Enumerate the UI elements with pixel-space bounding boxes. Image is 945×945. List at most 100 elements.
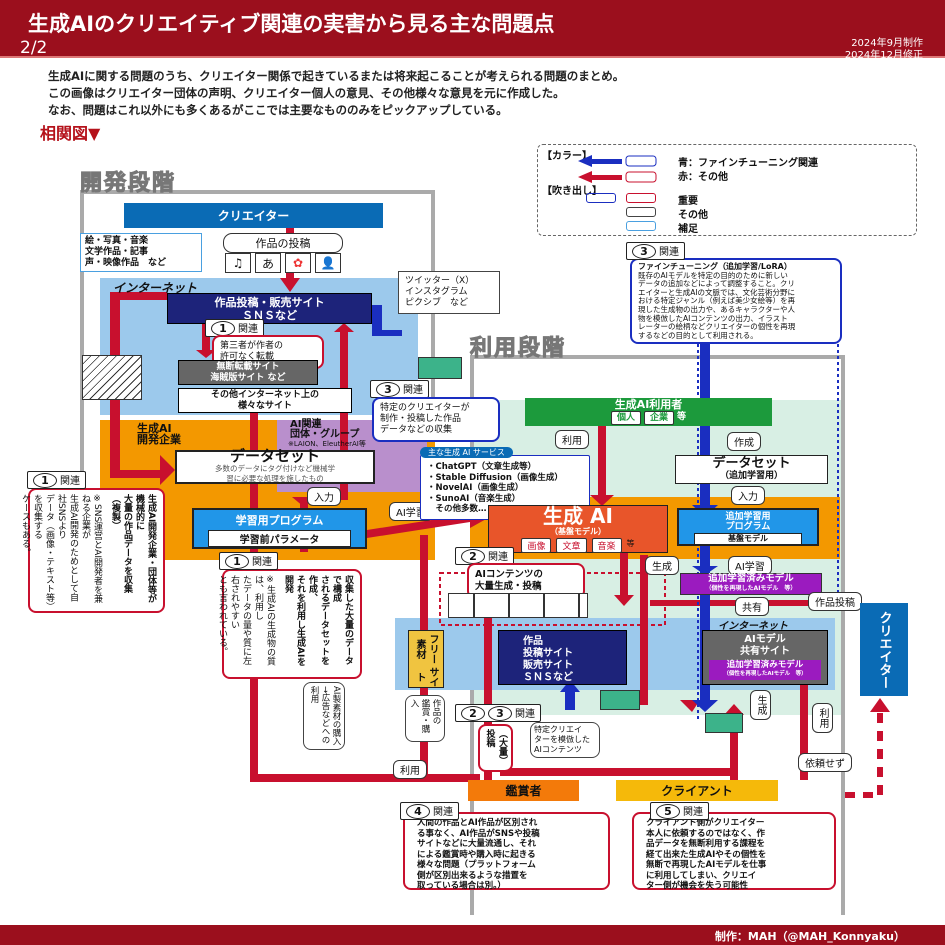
genai-title: 生成 AI <box>543 504 613 528</box>
num-badge: 3 <box>632 244 656 259</box>
bubble-gray-sample <box>626 207 656 217</box>
etc-text: 等 <box>677 412 687 422</box>
num-badge: 4 <box>406 804 430 819</box>
box-line: サイト <box>414 666 438 687</box>
callout-line: 鑑賞・購入 <box>409 699 430 733</box>
blue-arrow-collect-h <box>372 330 402 336</box>
text-icon: あ <box>255 253 281 273</box>
ft-dataset-title: データセット <box>712 455 791 471</box>
arrow-user-to-genai <box>598 425 606 500</box>
callout-line: 品データを無断利用する課程を <box>646 839 766 849</box>
service-item: ・NovelAI（画像生成） <box>427 483 524 493</box>
dataset-title: データセット <box>229 446 320 465</box>
no-request-label: 依頼せず <box>798 753 852 772</box>
callout-line: る事なく、AI作品がSNSや投稿 <box>417 828 540 839</box>
blue-arrow-post <box>565 690 575 710</box>
callout-line: 絵・写真・音楽 <box>85 236 149 246</box>
legend-supplement: 補足 <box>678 224 698 235</box>
box-line: （個性を再現したAIモデル 等） <box>705 585 797 592</box>
box-line: ＳＮＳなど <box>242 308 297 322</box>
box-line: 様々なサイト <box>237 400 292 411</box>
service-item: ・Stable Diffusion（画像生成） <box>427 472 563 483</box>
callout-line: 様々な問題（プラットフォーム <box>417 860 536 870</box>
callout-line: エイターと生成AIの文脈では、文化芸術分野に <box>638 287 796 297</box>
intro-text: 生成AIに関する問題のうち、クリエイター関係で起きているまたは将来起こることが考… <box>48 68 624 119</box>
legend-other: その他 <box>678 210 708 221</box>
callout-line: 第三者が作者の <box>220 341 284 351</box>
ai-users-box: 生成AI利用者個人企業等 <box>525 398 772 426</box>
post-works-label: 作品の投稿 <box>223 233 343 253</box>
mass-post-callout: （大量）投稿 <box>478 724 513 772</box>
tag-text: 関連 <box>433 807 453 818</box>
callout-line: するなどの目的として利用される。 <box>638 330 758 340</box>
bubble-blue-sample <box>586 193 616 203</box>
num-badge: 2 <box>461 549 485 564</box>
callout-line: による鑑賞時や購入時に起きる <box>417 849 536 860</box>
box-line: その他インターネット上の <box>210 389 319 400</box>
box-line: 作品 <box>523 636 543 647</box>
arrow-head <box>680 700 700 712</box>
genai-tag-image: 画像 <box>521 538 552 553</box>
bubble-red-sample <box>626 193 656 203</box>
viewer-box: 鑑賞者 <box>468 780 579 801</box>
callout-line: に利用してしまい、クリエイ <box>646 870 757 881</box>
use3-label: 利用 <box>393 760 427 779</box>
callout-line: サイトなどに大量流通し、それ <box>417 839 537 849</box>
use-stage-label: 利用段階 <box>469 336 567 362</box>
label-line: 開発企業 <box>137 433 181 446</box>
box-line: 無断転載サイト <box>216 361 280 372</box>
copied-images-icon <box>82 355 142 400</box>
input-label: 入力 <box>307 487 341 506</box>
dataset-desc: 多数のデータにタグ付けなど機械学 <box>215 463 335 473</box>
tag-text: 関連 <box>488 552 508 563</box>
callout-line: ピクシブ など <box>405 298 469 308</box>
label-line: 団体・グループ <box>290 429 360 440</box>
arrow-head <box>870 698 890 712</box>
params-box: 学習前パラメータ <box>208 530 351 547</box>
ai-content-icons <box>448 593 588 618</box>
callout-line: おける特定ジャンル（例えば美少女絵等）を再 <box>638 296 796 306</box>
callout-line: 特定のクリエイターが <box>380 403 470 413</box>
intro-line: なお、問題はこれ以外にも多くあるがここでは主要なもののみをピックアップしている。 <box>48 103 508 117</box>
callout-line: 生成AI開発企業・団体等が機械的に <box>134 494 156 604</box>
service-item: ・SunoAI（音楽生成） <box>427 493 521 504</box>
generate-label: 生成 <box>645 556 679 575</box>
callout-line: 物を模倣したAIコンテンツの出力、イラスト <box>638 313 788 323</box>
ft-program-box: 追加学習用プログラム基盤モデル <box>677 508 819 546</box>
legend-red: 赤：その他 <box>678 172 728 183</box>
other-sites-box: その他インターネット上の様々なサイト <box>178 388 352 413</box>
tag-text: 関連 <box>238 324 258 335</box>
tag-text: 関連 <box>403 385 423 396</box>
input2-label: 入力 <box>731 486 765 505</box>
callout-line: 既存のAIモデルを特定の目的のために新しい <box>638 270 788 280</box>
num-badge: 5 <box>656 804 680 819</box>
callout-line: 許可なく転載 <box>220 352 275 362</box>
callout-line: ケースもある。 <box>20 494 30 557</box>
tag-text: 関連 <box>683 807 703 818</box>
rel5-callout: クライアント側がクリエイター本人に依頼するのではなく、作品データを無断利用する課… <box>632 812 836 891</box>
program-title: 学習用プログラム <box>235 514 324 527</box>
callout-line: データ（画像・テキスト等）を収集する <box>32 494 54 607</box>
callout-line: レーターの絵柄などクリエイターの個性を再現 <box>638 322 796 332</box>
arrow-head <box>692 700 718 712</box>
callout-line: クライアント側がクリエイター <box>646 818 765 828</box>
legend-color-heading: 【カラー】 <box>542 151 592 162</box>
callout-line: ツイッター（X） <box>405 276 475 286</box>
callout-line: 作品の <box>431 699 441 725</box>
callout-line: 特定クリエイ <box>534 725 582 734</box>
label-line: 生成AI <box>137 422 172 435</box>
callout-line: 生成AI開発のためとして自社SNSより <box>56 494 78 602</box>
callout-line: 現した生成物の出力や、あるキャラクターや人 <box>638 304 795 314</box>
box-line: AIモデル <box>744 634 786 645</box>
callout-line: それを利用し生成AIを開発 <box>283 575 305 667</box>
rel4-callout: 人間の作品とAI作品が区別される事なく、AI作品がSNSや投稿サイトなどに大量流… <box>403 812 610 891</box>
arrow-client-to-viewer <box>500 768 735 776</box>
arrow-genai-down <box>620 552 628 597</box>
etc-text: 等 <box>626 539 635 548</box>
view-purchase-callout: 作品の鑑賞・購入 <box>405 695 445 742</box>
